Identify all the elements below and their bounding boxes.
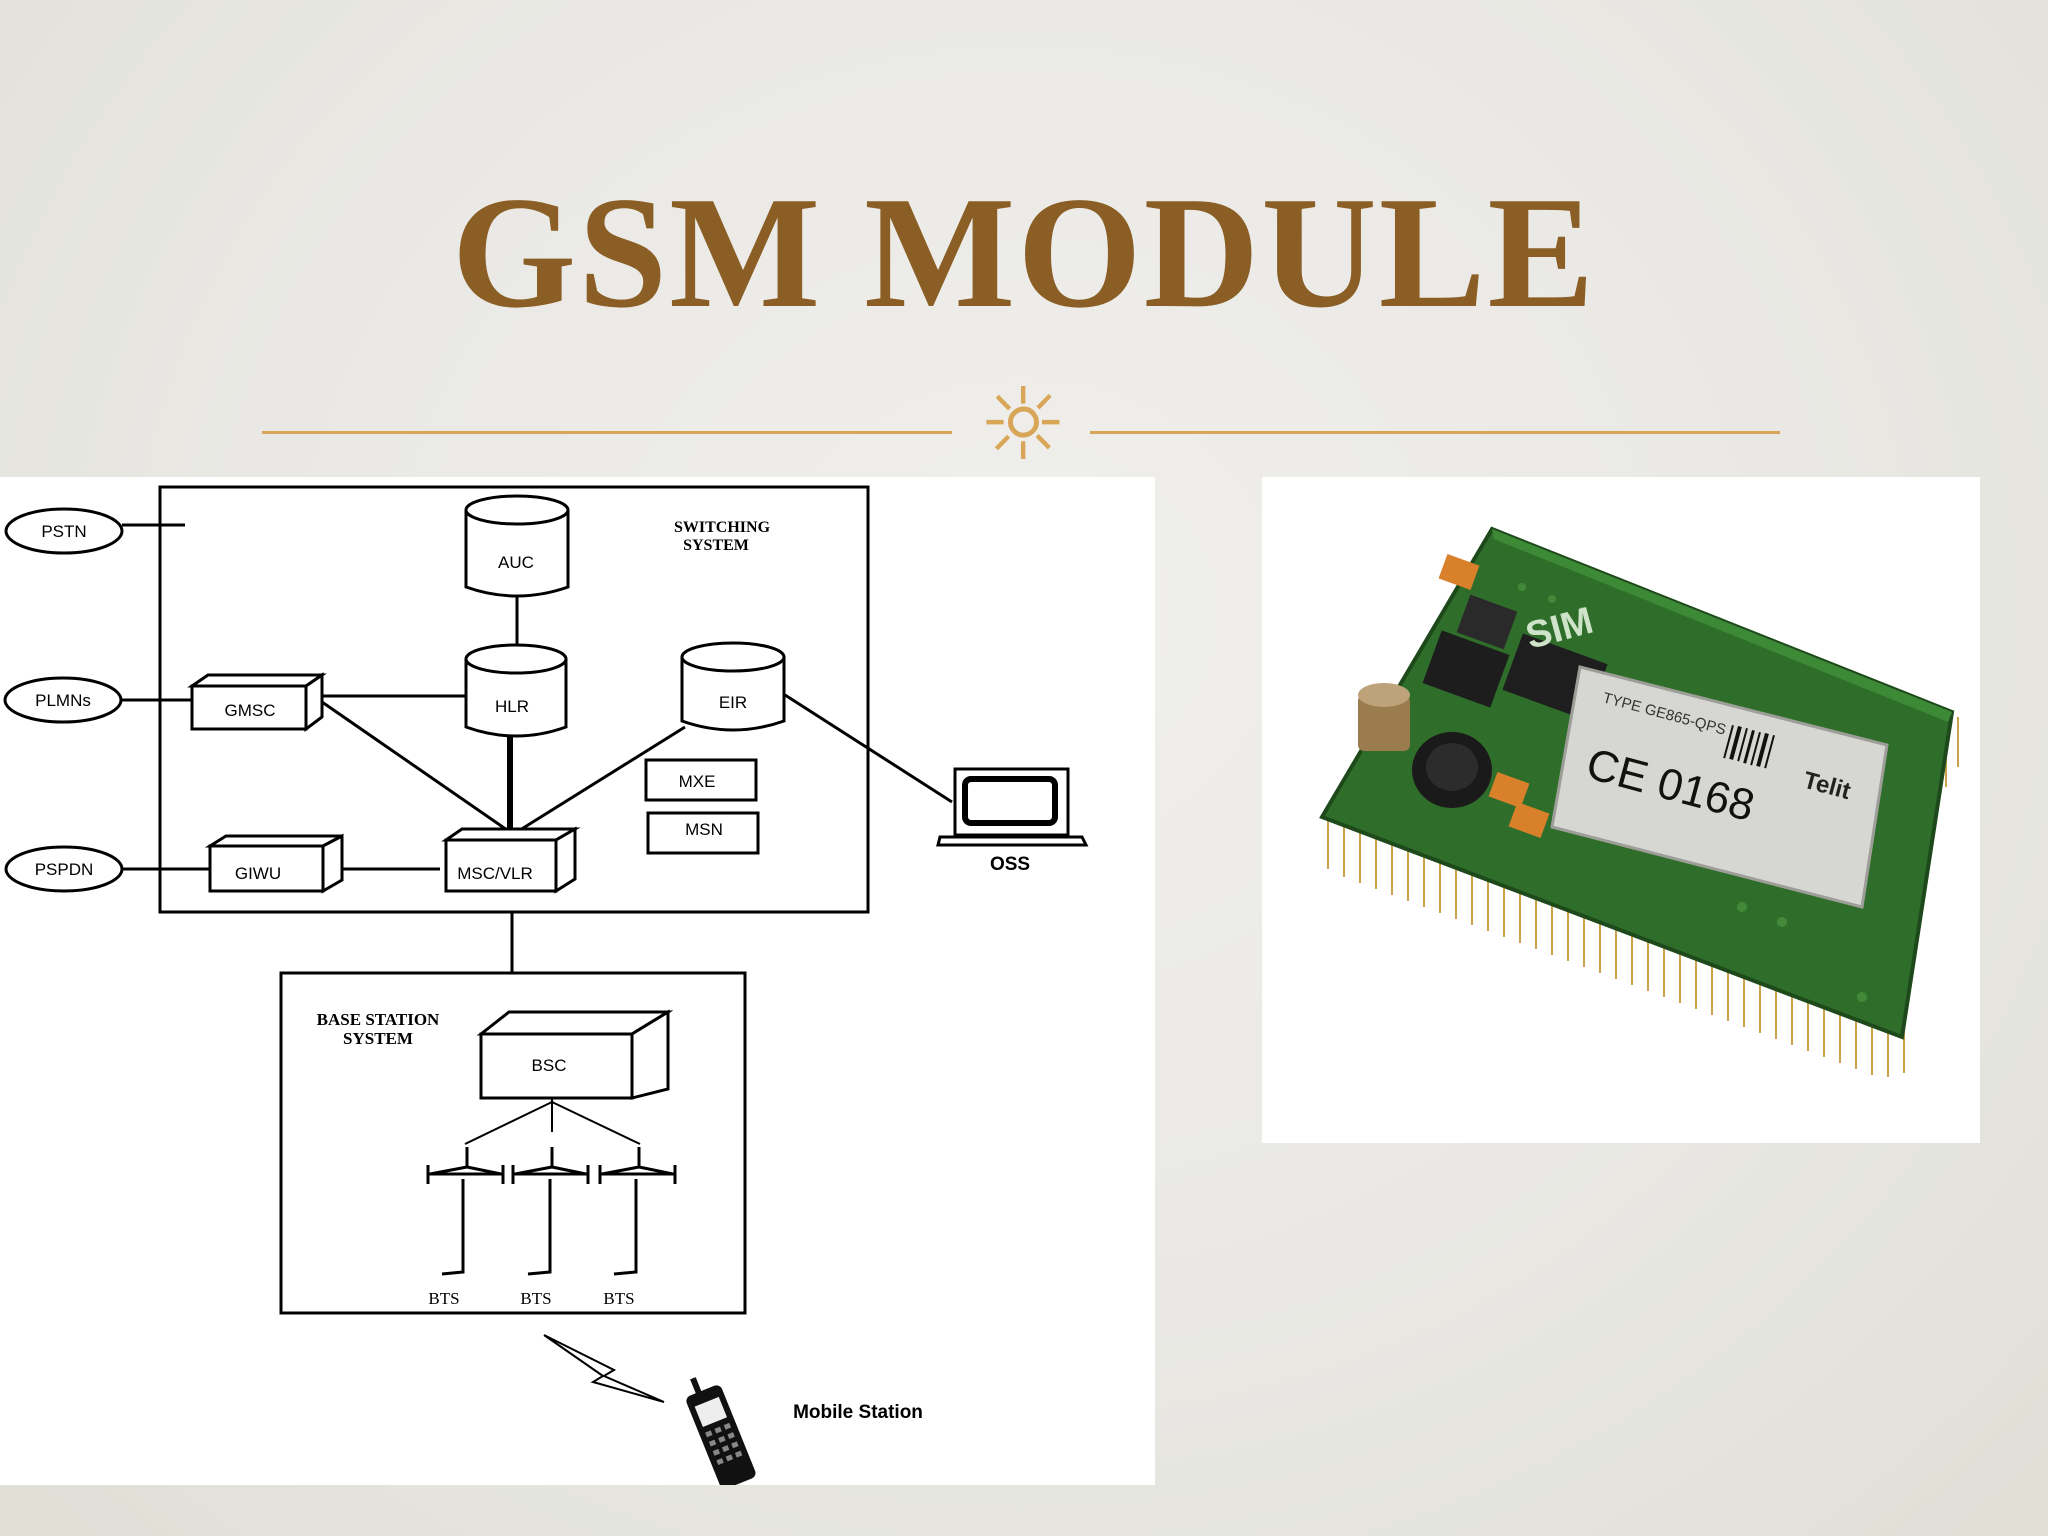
- radio-link-icon: [543, 1334, 665, 1403]
- bsc-node: BSC: [476, 1009, 674, 1100]
- plmns-node: PLMNs: [3, 676, 123, 724]
- bts-label-1: BTS: [428, 1289, 459, 1308]
- hlr-database: HLR: [464, 643, 568, 738]
- oss-label: OSS: [990, 854, 1030, 875]
- giwu-node: GIWU: [204, 833, 344, 894]
- diagram-canvas: PSTN PLMNs PSPDN SWITCHING SYSTEM AUC HL…: [3, 485, 1089, 1489]
- mxe-node: MXE: [644, 758, 758, 802]
- gsm-architecture-diagram: PSTN PLMNs PSPDN SWITCHING SYSTEM AUC HL…: [0, 477, 1155, 1489]
- gsm-shield-module: TYPE GE865-QPS CE 0168 Telit: [1550, 665, 1889, 909]
- pstn-node: PSTN: [4, 507, 124, 555]
- hlr-label: HLR: [495, 697, 529, 716]
- base-station-label-1: BASE STATION: [317, 1010, 440, 1029]
- msn-label: MSN: [685, 820, 723, 839]
- giwu-label: GIWU: [235, 864, 281, 883]
- title-divider-left: [262, 431, 952, 434]
- bts-label-2: BTS: [520, 1289, 551, 1308]
- title-divider-right: [1090, 431, 1780, 434]
- plmns-label: PLMNs: [35, 691, 91, 710]
- eir-database: EIR: [680, 641, 786, 732]
- electrolytic-capacitor: [1358, 683, 1410, 751]
- mxe-label: MXE: [679, 772, 716, 791]
- msc-vlr-node: MSC/VLR: [441, 826, 581, 894]
- gsm-module-photo: SIM TYPE GE865-QPS CE 0168 Telit: [1262, 477, 1980, 1143]
- auc-database: AUC: [464, 494, 570, 598]
- oss-terminal-icon: [936, 767, 1089, 847]
- bsc-label: BSC: [532, 1056, 567, 1075]
- switching-system-label-2: SYSTEM: [683, 537, 749, 554]
- auc-label: AUC: [498, 553, 534, 572]
- bts-label-3: BTS: [603, 1289, 634, 1308]
- msn-node: MSN: [646, 811, 760, 855]
- gmsc-node: GMSC: [187, 672, 327, 732]
- mobile-station-label: Mobile Station: [793, 1402, 923, 1423]
- eir-label: EIR: [719, 693, 747, 712]
- gmsc-label: GMSC: [225, 701, 276, 720]
- mobile-phone-icon: [686, 1377, 756, 1489]
- pstn-label: PSTN: [41, 522, 86, 541]
- capacitor-orange: [1438, 553, 1480, 591]
- header-pins: [1327, 717, 1959, 1077]
- slide-title: GSM MODULE: [451, 163, 1597, 341]
- pspdn-label: PSPDN: [35, 860, 94, 879]
- switching-system-label-1: SWITCHING: [674, 519, 771, 536]
- pspdn-node: PSPDN: [4, 845, 124, 893]
- msc-vlr-label: MSC/VLR: [457, 864, 533, 883]
- base-station-label-2: SYSTEM: [343, 1029, 413, 1048]
- bts-antenna-icon: [426, 1147, 505, 1276]
- flourish-ornament-icon: ☼: [978, 366, 1068, 483]
- ic-chip: [1422, 630, 1510, 708]
- bts-antenna-icon: [511, 1147, 590, 1276]
- gsm-module-illustration: SIM TYPE GE865-QPS CE 0168 Telit: [1319, 526, 1959, 1077]
- bts-antenna-icon: [598, 1147, 677, 1276]
